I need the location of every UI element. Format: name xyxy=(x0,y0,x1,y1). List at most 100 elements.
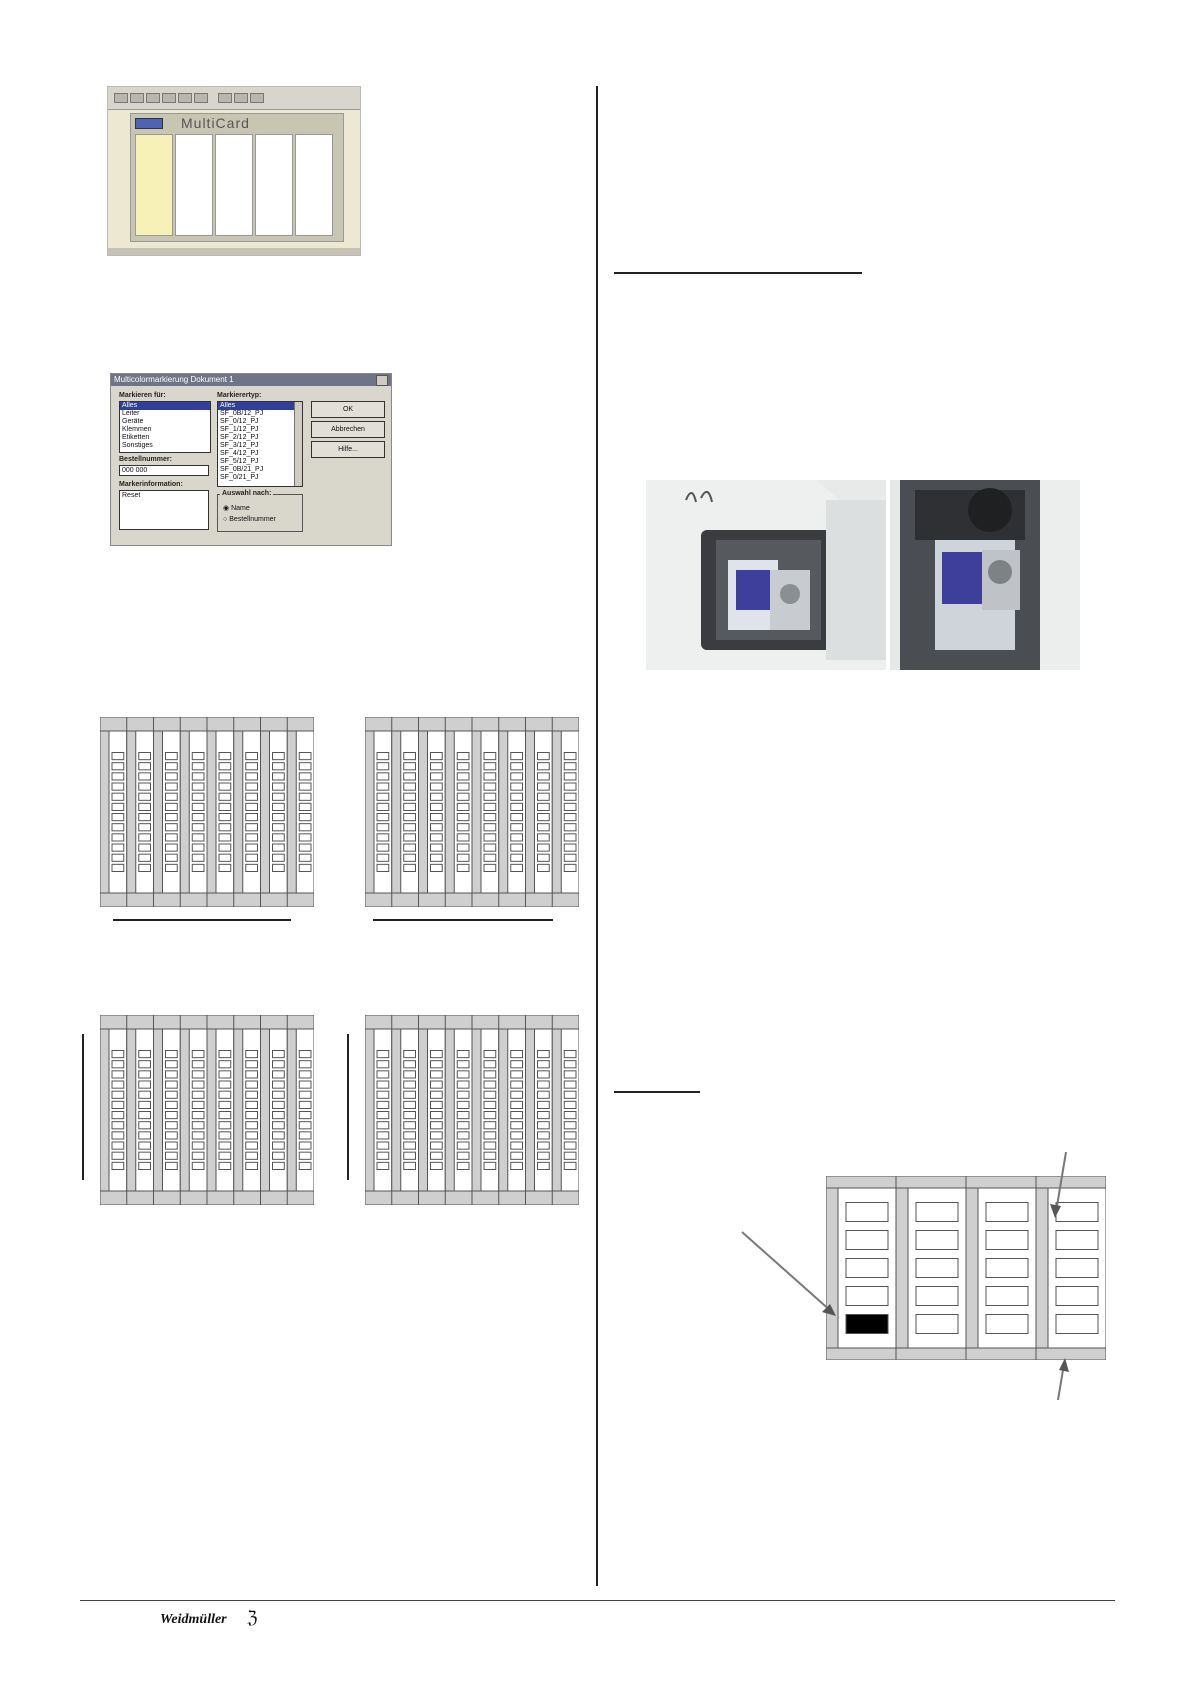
marker-cell xyxy=(218,853,232,862)
marker-cell xyxy=(165,1111,178,1120)
marker-cell xyxy=(430,1070,443,1079)
list-item: Sonstiges xyxy=(122,442,153,449)
card-separator xyxy=(286,730,297,894)
marker-cell xyxy=(218,1080,232,1089)
marker-cell xyxy=(218,1060,232,1069)
marker-cell xyxy=(111,813,125,822)
marker-cell xyxy=(218,1141,232,1150)
marker-cell xyxy=(403,1121,416,1130)
marker-cell xyxy=(510,1131,523,1140)
marker-cell xyxy=(191,802,205,812)
marker-cell xyxy=(845,1286,889,1306)
marker-cell xyxy=(165,1131,178,1140)
marker-cell xyxy=(298,833,312,842)
marker-cell xyxy=(376,1151,390,1160)
marker-cell xyxy=(537,843,550,852)
marker-cell xyxy=(218,1161,232,1170)
marker-cell xyxy=(218,1121,232,1130)
marker-cell xyxy=(403,752,416,761)
marker-cell xyxy=(376,863,390,872)
marker-cell xyxy=(111,772,125,781)
marker-cell xyxy=(563,1080,577,1089)
card-separator xyxy=(551,1028,562,1192)
marker-info-field: Reset xyxy=(119,490,209,530)
card-separator xyxy=(391,730,402,894)
marker-cell xyxy=(403,853,416,862)
marker-cell xyxy=(510,1161,523,1170)
marker-cell xyxy=(510,1080,523,1089)
marker-cell xyxy=(138,792,151,801)
marker-cell xyxy=(563,1151,577,1160)
card-separator xyxy=(260,730,270,894)
marker-cell xyxy=(165,1090,178,1099)
marker-cell xyxy=(376,1141,390,1150)
marker-card-top-left xyxy=(100,717,314,907)
marker-cell xyxy=(298,762,312,771)
marker-cell xyxy=(537,1141,550,1150)
marker-cell xyxy=(218,752,232,761)
marker-cell xyxy=(403,813,416,822)
order-number-field: 000 000 xyxy=(119,465,209,476)
marker-cell xyxy=(245,762,258,771)
marker-cell xyxy=(537,1090,550,1099)
list-item: SF_3/12_PJ xyxy=(220,442,259,449)
marker-card-bottom-right xyxy=(365,1015,579,1205)
marker-strip xyxy=(135,134,173,236)
card-separator xyxy=(444,730,455,894)
marker-cell xyxy=(298,782,312,791)
card-canvas: MultiCard xyxy=(130,113,344,242)
marker-cell xyxy=(165,1121,178,1130)
radio-order-number: ○ Bestellnummer xyxy=(223,516,276,523)
marker-cell xyxy=(483,772,497,781)
marker-cell xyxy=(430,843,443,852)
marker-cell xyxy=(456,1080,470,1089)
marker-cell xyxy=(218,1151,232,1160)
marker-cell xyxy=(138,762,151,771)
list-item: Etiketten xyxy=(122,434,150,441)
marker-cell xyxy=(430,1050,443,1059)
marker-cell xyxy=(537,823,550,832)
marker-cell xyxy=(165,782,178,791)
marker-cell xyxy=(111,1141,125,1150)
marker-cell xyxy=(165,1050,178,1059)
marker-cell xyxy=(456,853,470,862)
marker-cell xyxy=(165,1151,178,1160)
marker-cell xyxy=(272,823,285,832)
marker-cell xyxy=(165,843,178,852)
card-separator xyxy=(365,730,375,894)
marker-cell xyxy=(245,1161,258,1170)
marker-cell xyxy=(537,1111,550,1120)
marker-card-top-right xyxy=(365,717,579,907)
marker-cell xyxy=(483,1090,497,1099)
marker-cell xyxy=(403,1111,416,1120)
select-by-group: Auswahl nach: ◉ Name ○ Bestellnummer xyxy=(217,490,303,532)
marker-cell xyxy=(298,1060,312,1069)
marker-cell xyxy=(138,1161,151,1170)
marker-cell xyxy=(456,1111,470,1120)
cancel-button: Abbrechen xyxy=(311,421,385,438)
marker-cell xyxy=(138,843,151,852)
marker-strip xyxy=(175,134,213,236)
marker-cell xyxy=(245,1121,258,1130)
marker-cell xyxy=(218,802,232,812)
marker-cell xyxy=(456,863,470,872)
marker-card-bottom-left xyxy=(100,1015,314,1205)
order-number-label: Bestellnummer: xyxy=(119,456,172,463)
marker-cell xyxy=(483,1080,497,1089)
scrollbar xyxy=(294,402,302,486)
marker-cell xyxy=(138,853,151,862)
marker-cell xyxy=(537,853,550,862)
marker-cell xyxy=(563,1141,577,1150)
marker-cell xyxy=(191,1161,205,1170)
marker-cell xyxy=(430,792,443,801)
marker-cell xyxy=(483,833,497,842)
marker-cell xyxy=(138,1141,151,1150)
marker-cell xyxy=(376,772,390,781)
marker-cell xyxy=(138,863,151,872)
marker-cell xyxy=(111,1070,125,1079)
marker-cell xyxy=(456,802,470,812)
marker-cell xyxy=(537,1070,550,1079)
marker-cell xyxy=(376,1121,390,1130)
marker-cell xyxy=(456,782,470,791)
marker-cell xyxy=(298,1141,312,1150)
